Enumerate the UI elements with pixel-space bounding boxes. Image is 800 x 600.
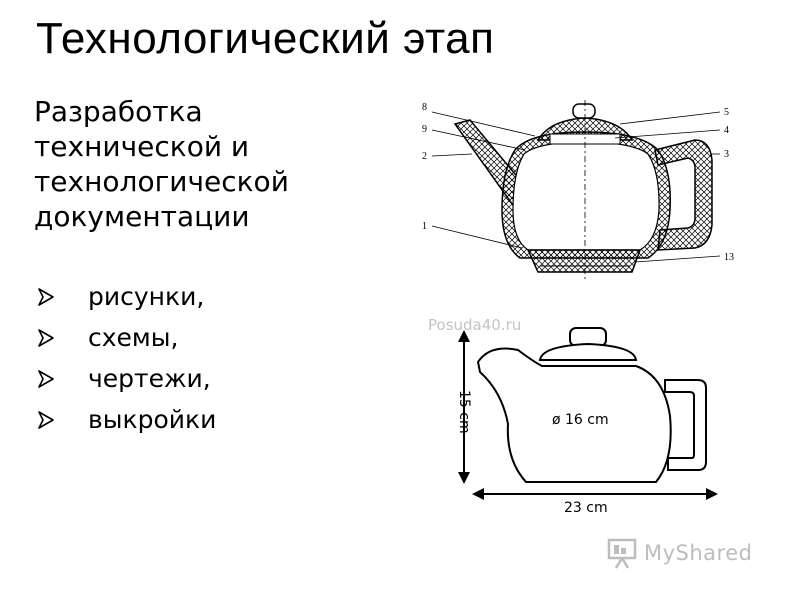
- callout-8: 8: [422, 102, 427, 113]
- myshared-logo: MyShared: [606, 536, 752, 570]
- bullet-text: схемы,: [88, 323, 179, 352]
- subtitle-line: технологической: [34, 165, 289, 198]
- arrow-bullet-icon: [36, 287, 88, 307]
- presentation-board-icon: [607, 538, 637, 569]
- teapot-dimension-drawing: 15 cm ø 16 cm 23 cm: [456, 327, 718, 516]
- arrow-bullet-icon: [36, 369, 88, 389]
- width-label: 23 cm: [564, 500, 608, 516]
- callout-13: 13: [724, 252, 734, 263]
- bullet-text: выкройки: [88, 405, 217, 434]
- height-label: 15 cm: [456, 390, 472, 434]
- list-item: рисунки,: [36, 276, 216, 317]
- bullet-text: чертежи,: [88, 364, 211, 393]
- bullet-text: рисунки,: [88, 282, 205, 311]
- slide-subtitle: Разработка технической и технологической…: [34, 94, 364, 234]
- teapot-section-drawing: 8 9 2 1 5 4 3 13: [422, 100, 734, 280]
- list-item: чертежи,: [36, 358, 216, 399]
- subtitle-line: Разработка: [34, 95, 203, 128]
- arrow-bullet-icon: [36, 410, 88, 430]
- bullet-list: рисунки, схемы, чертежи, выкройки: [36, 276, 216, 440]
- callout-3: 3: [724, 149, 729, 160]
- callout-5: 5: [724, 107, 729, 118]
- subtitle-line: технической и: [34, 130, 250, 163]
- list-item: схемы,: [36, 317, 216, 358]
- slide-title: Технологический этап: [36, 14, 495, 63]
- callout-2: 2: [422, 151, 427, 162]
- list-item: выкройки: [36, 399, 216, 440]
- callout-9: 9: [422, 124, 427, 135]
- callout-4: 4: [724, 125, 729, 136]
- callout-1: 1: [422, 221, 427, 232]
- subtitle-line: документации: [34, 200, 250, 233]
- watermark-text: Posuda40.ru: [428, 316, 522, 334]
- logo-text: MyShared: [644, 541, 753, 565]
- diameter-label: ø 16 cm: [552, 412, 609, 428]
- arrow-bullet-icon: [36, 328, 88, 348]
